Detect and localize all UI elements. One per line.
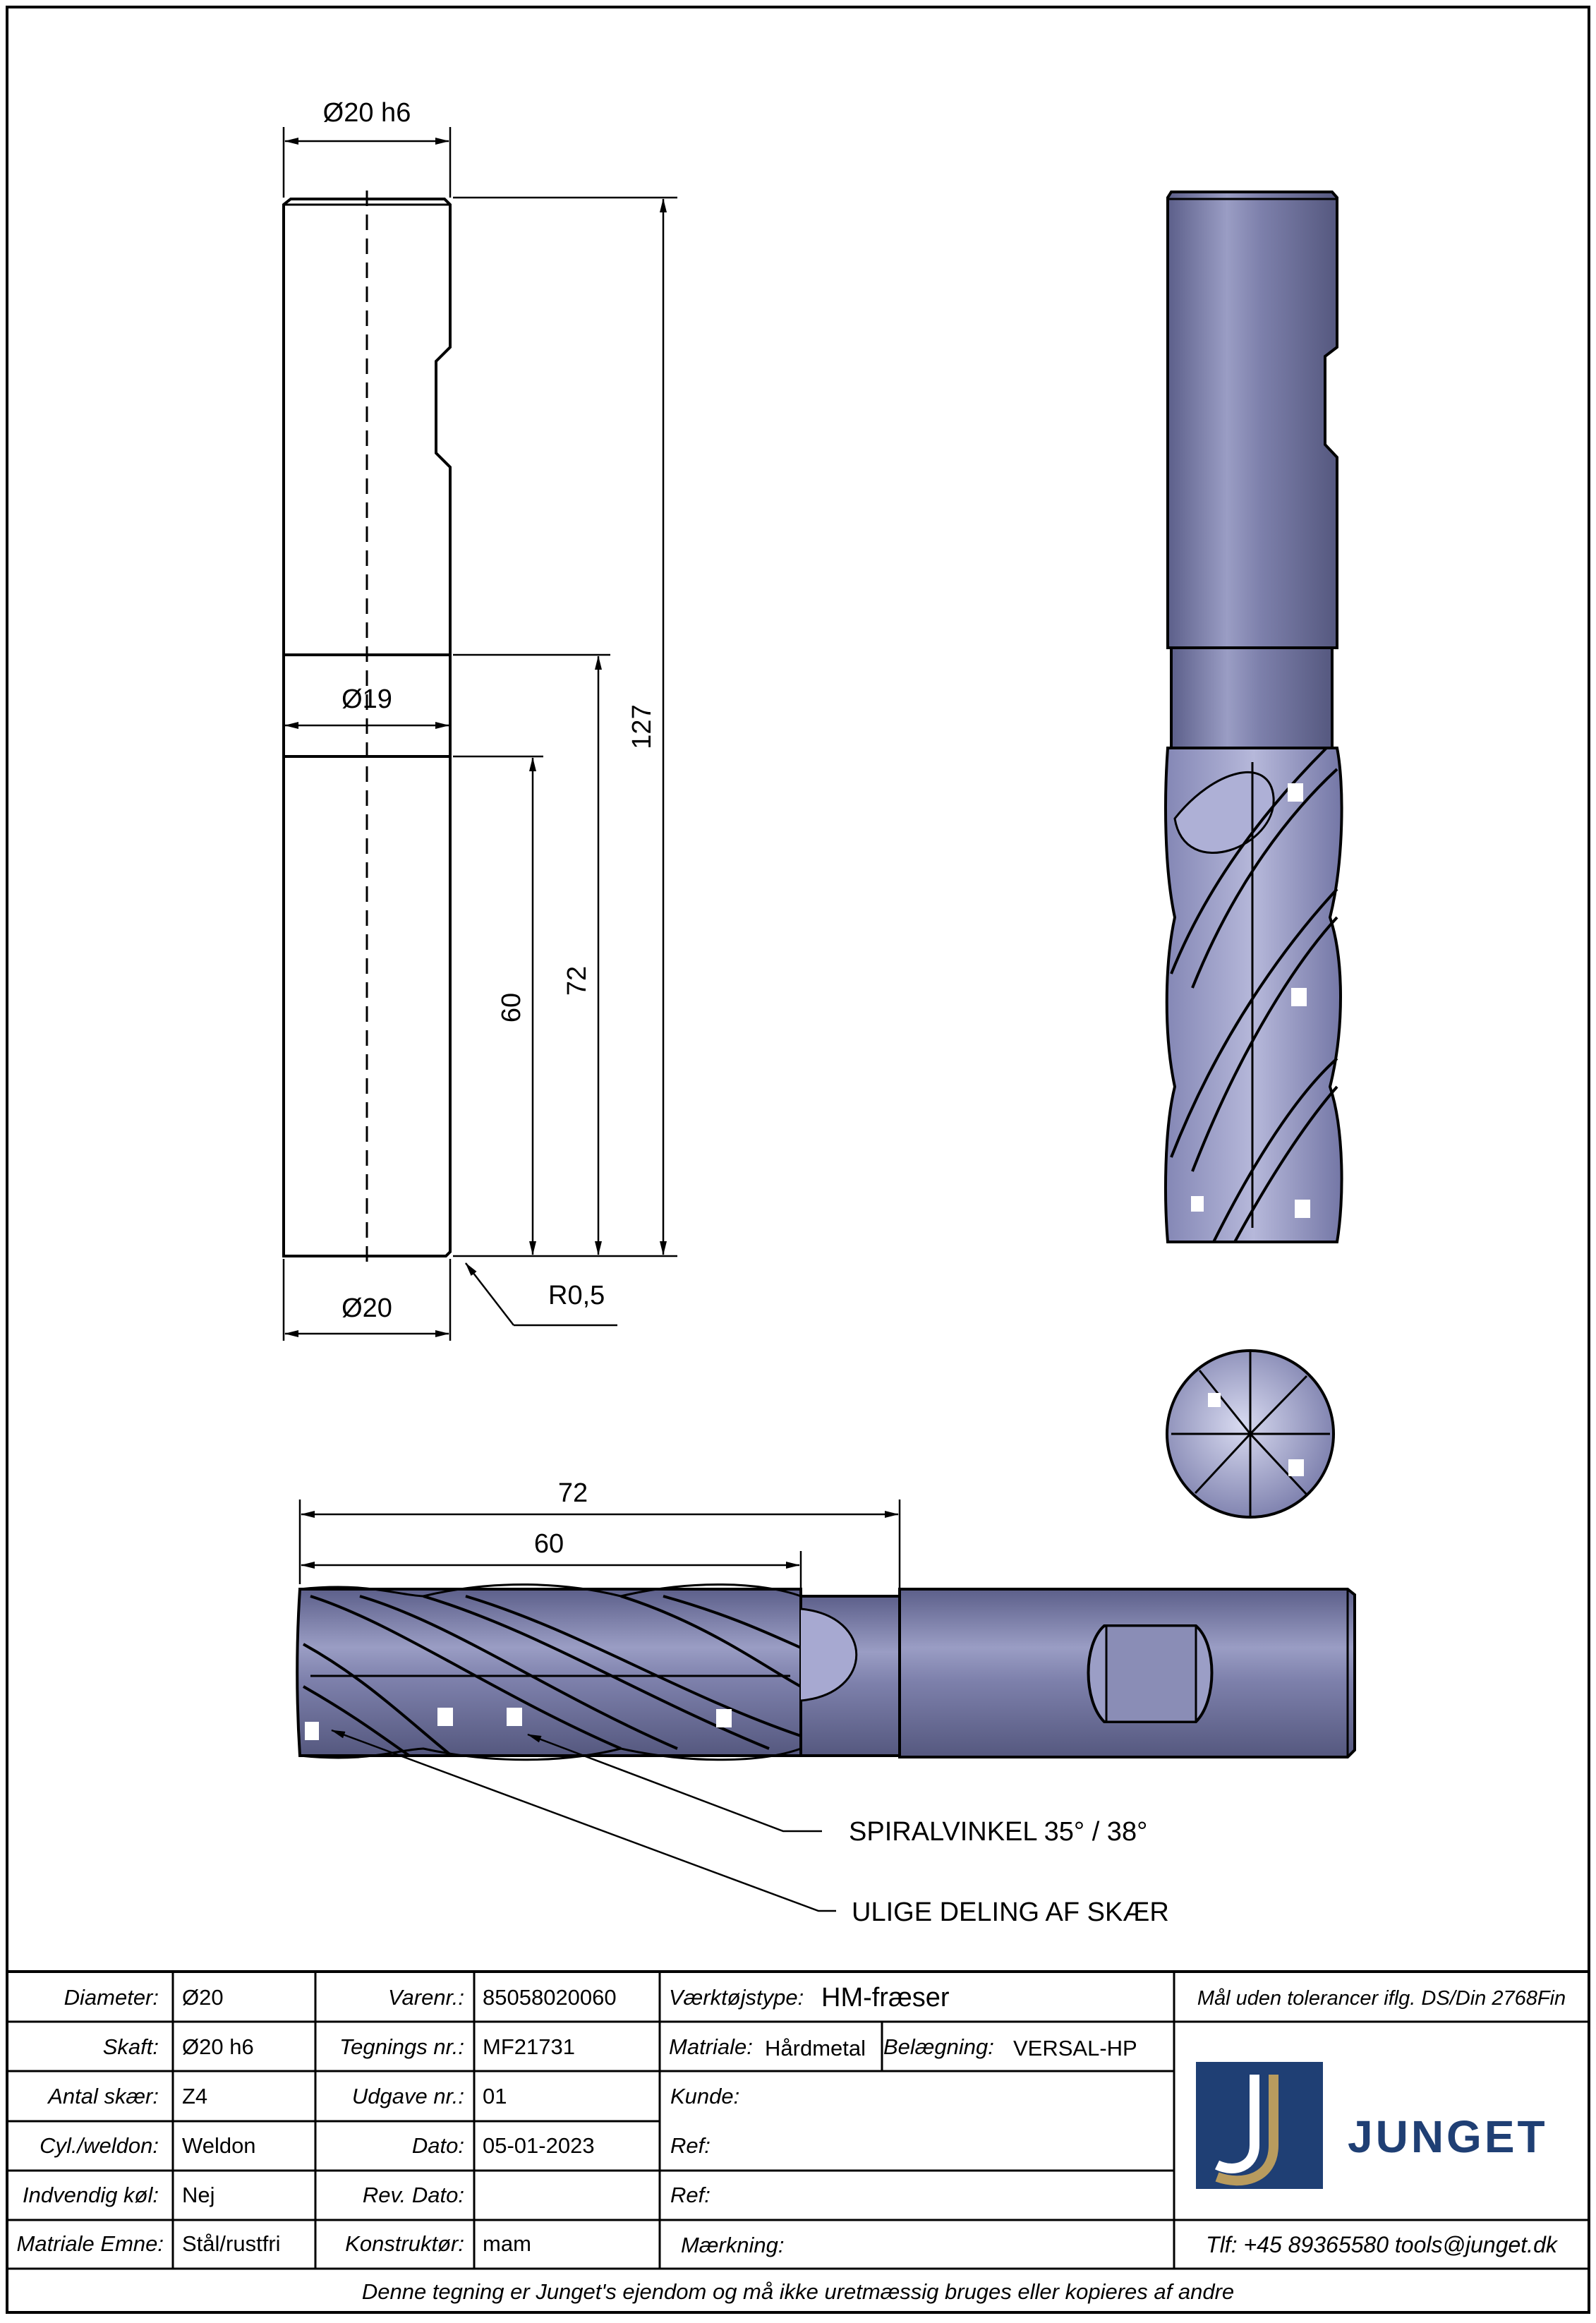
horizontal-dimensions	[298, 1500, 901, 1591]
label-marking: Mærkning:	[681, 2233, 784, 2257]
outline-drawing	[282, 191, 452, 1263]
label-ref-1: Ref:	[670, 2133, 711, 2158]
label-shank: Skaft:	[103, 2034, 159, 2059]
value-tool-type: HM-fræser	[821, 1983, 950, 2013]
value-material: Hårdmetal	[765, 2036, 866, 2060]
dim-neck-diameter: Ø19	[341, 684, 392, 714]
label-item-number: Varenr.:	[388, 1985, 464, 2010]
value-shank: Ø20 h6	[182, 2034, 254, 2059]
dim-horizontal-cut: 60	[534, 1529, 564, 1559]
title-block-middle: Værktøjstype: HM-fræser Matriale: Hårdme…	[669, 1983, 1137, 2257]
tolerance-note: Mål uden tolerancer iflg. DS/Din 2768Fin	[1197, 1987, 1566, 2010]
tool-3d-vertical	[1164, 191, 1343, 1243]
contact-info: Tlf: +45 89365580 tools@junget.dk	[1206, 2232, 1559, 2257]
callout-helix-angle: SPIRALVINKEL 35° / 38°	[849, 1817, 1147, 1847]
value-diameter: Ø20	[182, 1985, 224, 2010]
label-ref-2: Ref:	[670, 2183, 711, 2207]
label-material: Matriale:	[669, 2034, 753, 2059]
sheet-border	[6, 6, 1590, 2314]
label-customer: Kunde:	[670, 2084, 739, 2108]
callout-leaders	[331, 1729, 836, 1912]
dim-shank-diameter: Ø20 h6	[323, 98, 411, 128]
title-block-rows: Diameter: Ø20 Varenr.: 85058020060 Skaft…	[17, 1985, 617, 2256]
dim-overall-length: 127	[627, 704, 657, 749]
value-drawing-number: MF21731	[483, 2034, 575, 2059]
value-revision-number: 01	[483, 2084, 507, 2108]
label-internal-coolant: Indvendig køl:	[23, 2183, 159, 2207]
dim-tool-diameter: Ø20	[341, 1293, 392, 1323]
title-block-grid	[6, 1970, 1590, 2314]
value-designer: mam	[483, 2231, 531, 2256]
logo-wordmark: JUNGET	[1348, 2111, 1548, 2162]
label-workpiece-material: Matriale Emne:	[17, 2231, 164, 2256]
label-drawing-number: Tegnings nr.:	[339, 2034, 464, 2059]
dim-horizontal-reach: 72	[558, 1478, 588, 1508]
dim-cut-length: 60	[497, 993, 526, 1022]
tool-end-view	[1166, 1349, 1335, 1519]
value-flute-count: Z4	[182, 2084, 207, 2108]
label-designer: Konstruktør:	[345, 2231, 464, 2256]
dim-corner-radius: R0,5	[548, 1281, 605, 1310]
value-date: 05-01-2023	[483, 2133, 595, 2158]
tool-3d-horizontal	[296, 1583, 1356, 1761]
outline-dimensions	[282, 127, 677, 1341]
label-shank-type: Cyl./weldon:	[40, 2133, 159, 2158]
label-date: Dato:	[412, 2133, 464, 2158]
value-internal-coolant: Nej	[182, 2183, 215, 2207]
title-block-right: Mål uden tolerancer iflg. DS/Din 2768Fin…	[1196, 1987, 1566, 2257]
value-coating: VERSAL-HP	[1013, 2036, 1137, 2060]
label-tool-type: Værktøjstype:	[669, 1985, 804, 2010]
outline-dimension-texts: Ø20 h6 Ø19 Ø20 127 72 60 R0,5	[323, 98, 657, 1323]
value-item-number: 85058020060	[483, 1985, 617, 2010]
callout-unequal-pitch: ULIGE DELING AF SKÆR	[852, 1897, 1169, 1927]
value-workpiece-material: Stål/rustfri	[182, 2231, 281, 2256]
footer-disclaimer: Denne tegning er Junget's ejendom og må …	[362, 2279, 1234, 2304]
label-diameter: Diameter:	[64, 1985, 159, 2010]
label-revision-number: Udgave nr.:	[352, 2084, 464, 2108]
dim-reach-length: 72	[562, 966, 592, 996]
label-coating: Belægning:	[883, 2034, 994, 2059]
label-flute-count: Antal skær:	[47, 2084, 159, 2108]
value-shank-type: Weldon	[182, 2133, 256, 2158]
label-revision-date: Rev. Dato:	[363, 2183, 464, 2207]
horizontal-dimension-texts: 72 60	[534, 1478, 588, 1559]
junget-logo: JUNGET	[1196, 2062, 1548, 2189]
